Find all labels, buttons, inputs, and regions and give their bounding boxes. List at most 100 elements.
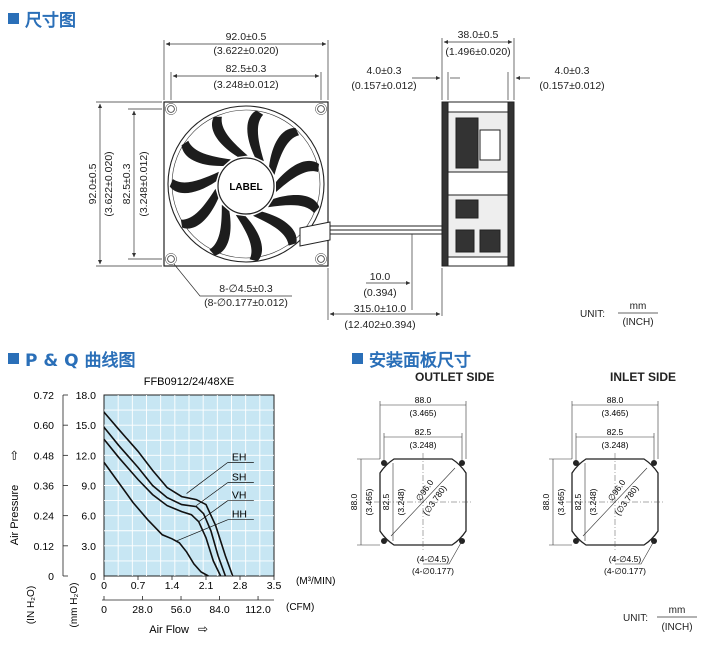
strip-inch-text: (0.394) (363, 287, 396, 299)
panel-title-text: 安装面板尺寸 (369, 351, 471, 371)
x-arrow-icon: ⇨ (198, 622, 208, 636)
chart-title: FFB0912/24/48XE (144, 376, 235, 388)
panel-pitch-text: 82.5 (415, 427, 432, 437)
y-arrow-icon: ⇨ (7, 450, 21, 460)
y-tick-mm: 18.0 (76, 390, 97, 402)
fan-blades (169, 110, 320, 262)
strip-text: 10.0 (370, 271, 391, 283)
x-axis-label: Air Flow (149, 624, 189, 636)
series-label-hh: HH (232, 509, 247, 521)
y-unit-primary: (IN H₂O) (26, 586, 37, 624)
flange-right-inch-text: (0.157±0.012) (539, 80, 604, 92)
curve-leader (176, 519, 228, 542)
series-label-vh: VH (232, 490, 247, 502)
panel-pitch-inch-text: (3.248) (410, 440, 437, 450)
y-axis-label: Air Pressure (9, 485, 21, 546)
height-overall-text: 92.0±0.5 (87, 163, 99, 204)
outlet-side-title: OUTLET SIDE (415, 370, 495, 384)
panel-width-inch-text: (3.465) (602, 408, 629, 418)
series-line-sh (103, 426, 227, 577)
x-tick-m3: 0.7 (131, 580, 146, 592)
panel-unit-mm: mm (669, 605, 686, 616)
mount-hole (317, 255, 325, 263)
fan-hub (217, 157, 275, 215)
mount-hole (167, 255, 175, 263)
curve-leader (186, 462, 229, 494)
y-tick-labels: 003.00.126.00.249.00.3612.00.4815.00.601… (34, 390, 97, 583)
fan-blade (181, 140, 231, 166)
pq-title-text: P & Q 曲线图 (25, 351, 136, 371)
panel-width-text: 88.0 (607, 395, 624, 405)
y-tick-in: 0.36 (34, 481, 55, 493)
x-unit-primary: (M³/MIN) (296, 576, 335, 587)
series-line-eh (103, 411, 234, 577)
fan-blade (212, 116, 248, 157)
section-bullet-icon (8, 13, 19, 24)
y-tick-mm: 6.0 (81, 511, 96, 523)
holes-text: 8-∅4.5±0.3 (219, 283, 273, 295)
panel-pitch-text: 82.5 (607, 427, 624, 437)
panel-height-text: 88.0 (349, 493, 359, 510)
panel-vpitch-inch-text: (3.248) (396, 488, 406, 515)
x-tick-m3: 3.5 (267, 580, 282, 592)
height-pitch-text: 82.5±0.3 (121, 163, 133, 204)
fan-blade (169, 171, 219, 194)
lead-wires (299, 221, 442, 247)
inlet-panel-drawing: 88.0(3.465)82.5(3.248)88.0(3.465)82.5(3.… (541, 395, 664, 576)
x-tick-cfm: 56.0 (171, 604, 192, 616)
y-unit-secondary: (mm H₂O) (69, 583, 80, 628)
panel-unit-inch: (INCH) (661, 622, 692, 633)
pq-section-title: P & Q 曲线图 (8, 346, 136, 371)
holes-inch-text: (8-∅0.177±0.012) (204, 297, 288, 309)
outlet-panel-drawing: 88.0(3.465)82.5(3.248)88.0(3.465)82.5(3.… (349, 395, 472, 576)
y-tick-mm: 3.0 (81, 541, 96, 553)
series-line-hh (103, 461, 209, 577)
hub-label: LABEL (229, 182, 262, 193)
panel-holes-inch-text: (4-∅0.177) (412, 566, 454, 576)
panel-holes-text: (4-∅4.5) (609, 554, 642, 564)
x-tick-cfm: 84.0 (209, 604, 230, 616)
section-bullet-icon (352, 353, 363, 364)
x-tick-cfm: 0 (101, 604, 107, 616)
x-tick-m3: 2.8 (233, 580, 248, 592)
height-overall-inch-text: (3.622±0.020) (103, 151, 115, 216)
mount-hole (317, 105, 325, 113)
hole-pitch-inch-text: (3.248±0.012) (213, 79, 278, 91)
fan-blade (267, 194, 320, 214)
flange-right-text: 4.0±0.3 (555, 65, 590, 77)
y-tick-in: 0.48 (34, 450, 55, 462)
panel-unit-label: UNIT: (623, 613, 648, 624)
fan-blade (253, 211, 297, 246)
panel-width-text: 88.0 (415, 395, 432, 405)
height-pitch-inch-text: (3.248±0.012) (138, 151, 150, 216)
x-unit-secondary: (CFM) (286, 602, 314, 613)
y-tick-mm: 9.0 (81, 481, 96, 493)
x-tick-cfm: 28.0 (132, 604, 153, 616)
x-tick-m3: 1.4 (165, 580, 180, 592)
width-overall-text: 92.0±0.5 (226, 31, 267, 43)
y-tick-in: 0.24 (34, 511, 55, 523)
y-tick-in: 0 (48, 571, 54, 583)
panel-pitch-inch-text: (3.248) (602, 440, 629, 450)
unit-inch: (INCH) (622, 317, 653, 328)
fan-blade (235, 214, 262, 262)
panel-height-inch-text: (3.465) (556, 488, 566, 515)
section-bullet-icon (8, 353, 19, 364)
panel-drawings: 88.0 (3.465) 82.5 (3.248) 88.0 (3.465) 82.5 (3.… (349, 395, 697, 633)
y-tick-mm: 12.0 (76, 450, 97, 462)
y-tick-mm: 0 (90, 571, 96, 583)
lead-inch-text: (12.402±0.394) (344, 319, 415, 331)
fan-side-view (441, 101, 515, 267)
flange-left-inch-text: (0.157±0.012) (351, 80, 416, 92)
lead-text: 315.0±10.0 (354, 303, 407, 315)
panel-height-inch-text: (3.465) (364, 488, 374, 515)
series-label-eh: EH (232, 451, 247, 463)
x-tick-m3: 0 (101, 580, 107, 592)
panel-width-inch-text: (3.465) (410, 408, 437, 418)
fan-blade (180, 188, 219, 229)
x-tick-m3: 2.1 (199, 580, 214, 592)
panel-height-text: 88.0 (541, 493, 551, 510)
width-overall-inch-text: (3.622±0.020) (213, 45, 278, 57)
